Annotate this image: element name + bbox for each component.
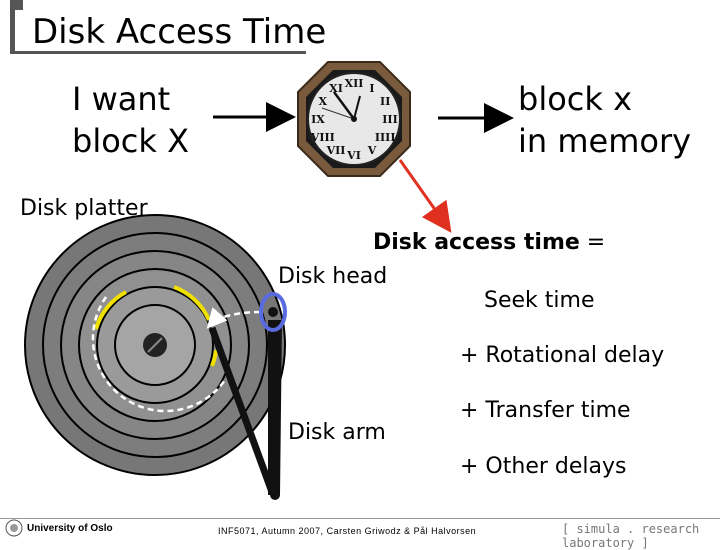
formula-term: + Transfer time: [460, 398, 631, 423]
formula-term: + Rotational delay: [460, 343, 665, 368]
disk-platter: [24, 214, 286, 476]
clock-numeral: VII: [326, 144, 346, 157]
clock-numeral: V: [367, 144, 377, 157]
disk-arm-link: [208, 326, 276, 494]
clock-numeral: VI: [346, 149, 361, 162]
seek-path: [206, 307, 261, 329]
clock-numeral: XI: [329, 82, 343, 95]
pointer-arrow: [398, 159, 452, 233]
track-highlight: [210, 349, 218, 367]
title-bar: [10, 0, 306, 54]
formula-term: Seek time: [484, 288, 595, 313]
clock-numeral: IX: [311, 113, 325, 126]
formula-term: + Other delays: [460, 454, 627, 479]
formula-equals: =: [586, 230, 606, 255]
footer-divider: [0, 518, 720, 519]
clock-numeral: VIII: [310, 131, 335, 144]
footer-lab: [ simula . research laboratory ]: [562, 522, 700, 550]
clock-numeral: IIII: [375, 131, 396, 144]
clock-numeral: II: [380, 95, 390, 108]
formula-heading-text: Disk access time: [373, 230, 580, 255]
head-label: Disk head: [278, 264, 388, 289]
clock-numeral: I: [369, 82, 374, 95]
footer-course: INF5071, Autumn 2007, Carsten Griwodz & …: [218, 526, 477, 536]
university-logo: [5, 519, 23, 537]
rotation-path: [91, 296, 227, 413]
arm-label: Disk arm: [288, 420, 386, 445]
disk-arm: [268, 320, 282, 495]
result-text: block x in memory: [518, 80, 692, 160]
platter-label: Disk platter: [20, 196, 148, 221]
footer-university: University of Oslo: [27, 523, 113, 534]
clock-numeral: III: [382, 113, 397, 126]
clock-numeral: X: [319, 95, 328, 108]
slide-title: Disk Access Time: [32, 12, 327, 52]
request-text: I want block X: [72, 80, 189, 160]
disk-head: [268, 307, 278, 317]
formula-heading: Disk access time =: [373, 230, 605, 255]
track-highlight: [94, 290, 127, 330]
head-circle: [259, 292, 287, 332]
clock-numeral: XII: [345, 77, 364, 90]
